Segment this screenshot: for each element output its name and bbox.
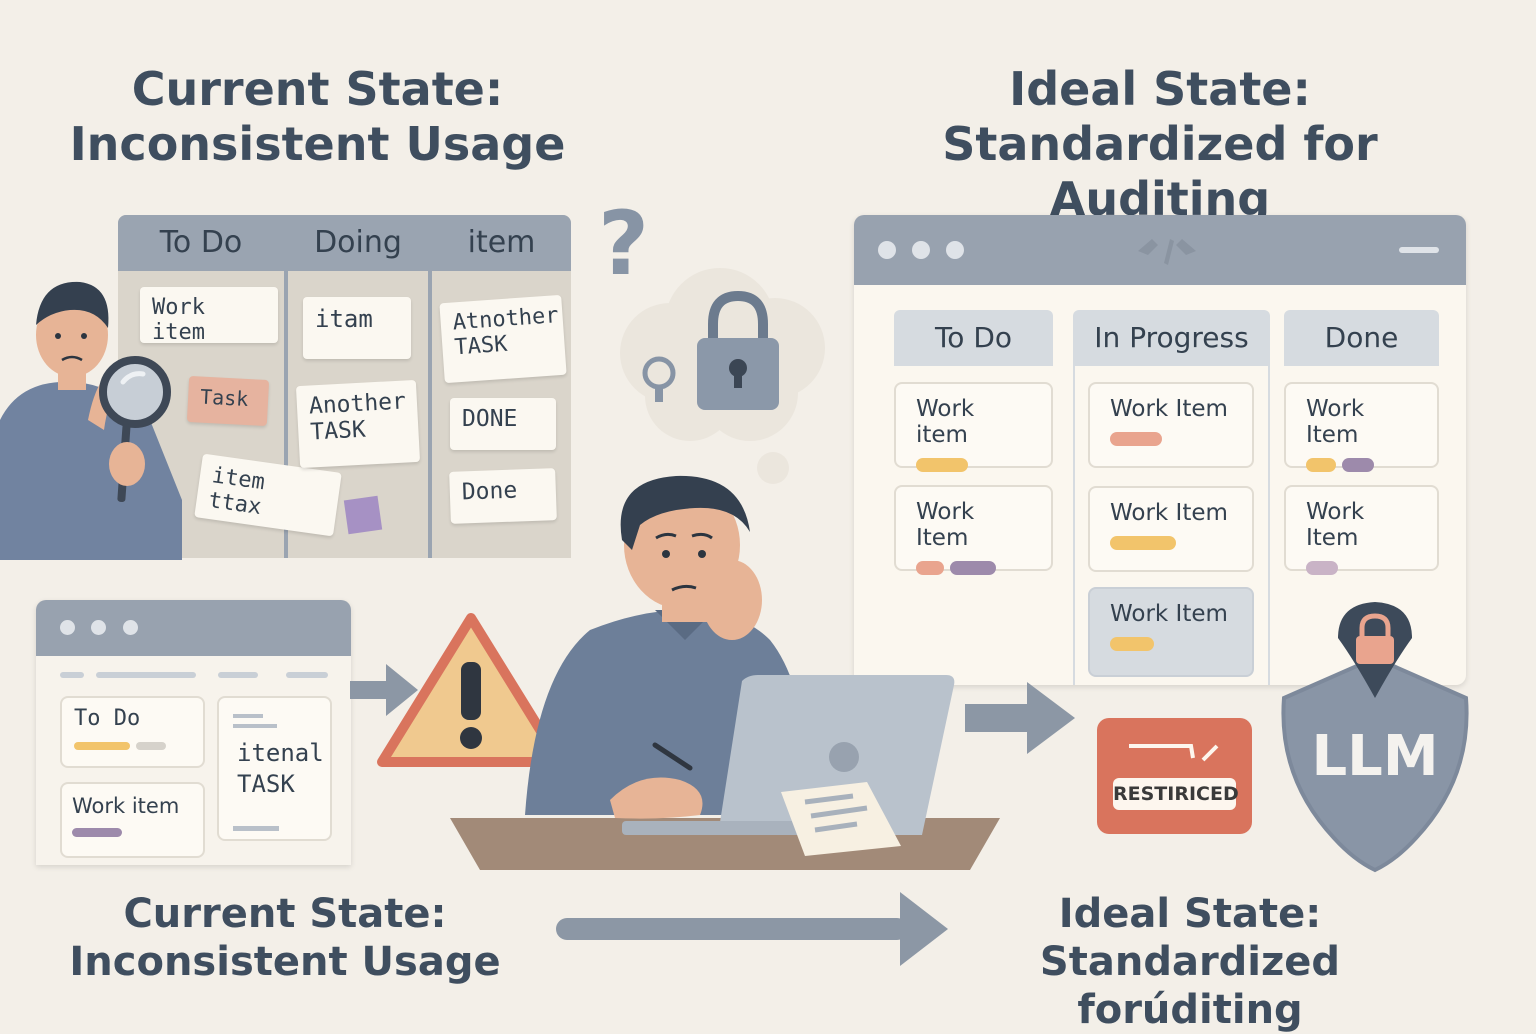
shield-label: LLM <box>1311 724 1439 789</box>
column-header-in-progress: In Progress <box>1073 310 1270 366</box>
heading-line: Standardized forúditing <box>1039 939 1341 1033</box>
card-title: Work Item <box>1110 601 1228 627</box>
small-card[interactable]: Work item <box>60 782 205 858</box>
work-item-card[interactable]: Work Item <box>1088 486 1254 572</box>
window-dot[interactable] <box>60 620 75 635</box>
window-chrome <box>854 215 1466 285</box>
messy-board-header <box>118 215 571 271</box>
work-item-card[interactable]: Work Item <box>1284 382 1439 472</box>
pen-icon <box>1129 744 1219 762</box>
restricted-label: RESTIRICED <box>1113 778 1239 810</box>
messy-board: To Do Doing item Work item Task item tta… <box>118 215 571 558</box>
tag-pill <box>1306 561 1338 575</box>
top-right-heading: Ideal State: Standardized for Auditing <box>830 62 1490 228</box>
card-title: Work Item <box>916 499 975 551</box>
tag-pill <box>72 828 122 837</box>
placeholder-line <box>286 672 328 678</box>
padlock-icon <box>697 290 779 410</box>
placeholder-line <box>233 714 263 718</box>
card-title: To Do <box>74 706 141 731</box>
window-dot[interactable] <box>878 241 896 259</box>
column-header-todo: To Do <box>894 310 1053 366</box>
work-item-card[interactable]: Work Item <box>894 485 1053 575</box>
card-title: Work item <box>916 396 975 448</box>
work-item-card-selected[interactable]: Work Item <box>1088 587 1254 677</box>
tag-pill <box>74 742 130 750</box>
messy-column-title: Doing <box>314 225 402 260</box>
messy-note: Atnother TASK <box>439 294 567 384</box>
heading-line: Ideal State: <box>1058 891 1322 937</box>
column-divider <box>1073 365 1075 685</box>
placeholder-line <box>96 672 196 678</box>
messy-note: itam <box>303 297 411 359</box>
card-title: Work Item <box>1110 500 1228 526</box>
tag-pill <box>1110 536 1176 550</box>
window-dot[interactable] <box>91 620 106 635</box>
column-divider <box>284 215 288 558</box>
window-dot[interactable] <box>123 620 138 635</box>
arrow-icon <box>965 682 1075 754</box>
shield-icon <box>1281 602 1469 873</box>
magnifier-icon <box>99 356 171 502</box>
tag-pill <box>1110 432 1162 446</box>
work-item-card[interactable]: Work Item <box>1088 382 1254 468</box>
tag-pill <box>916 458 968 472</box>
paper-note <box>781 782 901 856</box>
heading-line: Inconsistent Usage <box>69 939 501 985</box>
card-title: Work Item <box>1306 499 1365 551</box>
laptop-icon[interactable] <box>622 675 957 875</box>
work-item-card[interactable]: Work Item <box>1284 485 1439 575</box>
window-dot[interactable] <box>946 241 964 259</box>
placeholder-line <box>233 826 279 831</box>
tag-pill <box>1306 458 1336 472</box>
messy-column-title: item <box>467 225 536 260</box>
menu-icon[interactable] <box>1399 247 1439 253</box>
column-divider <box>428 215 432 558</box>
messy-note: Another TASK <box>295 379 421 469</box>
tag-pill <box>1342 458 1374 472</box>
window-dot[interactable] <box>912 241 930 259</box>
tag-pill <box>136 742 166 750</box>
tag-pill <box>916 561 944 575</box>
heading-line: Inconsistent Usage <box>69 117 566 172</box>
arrow-icon <box>350 664 418 716</box>
card-title: Work Item <box>1306 396 1365 448</box>
messy-note: Work item <box>140 287 278 345</box>
arrow-icon <box>556 892 948 966</box>
placeholder-line <box>60 672 84 678</box>
card-title: itenal TASK <box>237 739 324 799</box>
bottom-right-heading: Ideal State: Standardized forúditing <box>950 890 1430 1034</box>
heading-line: Ideal State: <box>1009 62 1311 116</box>
window-chrome <box>36 600 351 656</box>
small-card[interactable]: itenal TASK <box>217 696 332 841</box>
logo-icon <box>1138 239 1196 265</box>
tag-pill <box>950 561 996 575</box>
messy-note: DONE <box>450 398 556 450</box>
work-item-card[interactable]: Work item <box>894 382 1053 472</box>
heading-line: Current State: <box>131 62 504 116</box>
tag-pill <box>1110 637 1154 651</box>
card-title: Work Item <box>1110 396 1228 422</box>
small-card[interactable]: To Do <box>60 696 205 768</box>
placeholder-line <box>218 672 258 678</box>
placeholder-line <box>233 724 277 728</box>
heading-line: Standardized for Auditing <box>942 117 1378 227</box>
messy-column-title: To Do <box>159 225 243 260</box>
heading-line: Current State: <box>123 891 447 937</box>
top-left-heading: Current State: Inconsistent Usage <box>60 62 575 172</box>
warning-icon <box>377 613 565 767</box>
small-window: To Do Work item itenal TASK <box>36 600 351 865</box>
question-mark-icon: ? <box>598 192 650 295</box>
column-divider <box>1268 365 1270 685</box>
restricted-badge: RESTIRICED <box>1097 718 1252 834</box>
sticky-square <box>343 495 383 535</box>
column-header-done: Done <box>1284 310 1439 366</box>
bottom-left-heading: Current State: Inconsistent Usage <box>60 890 510 986</box>
card-title: Work item <box>72 794 180 818</box>
